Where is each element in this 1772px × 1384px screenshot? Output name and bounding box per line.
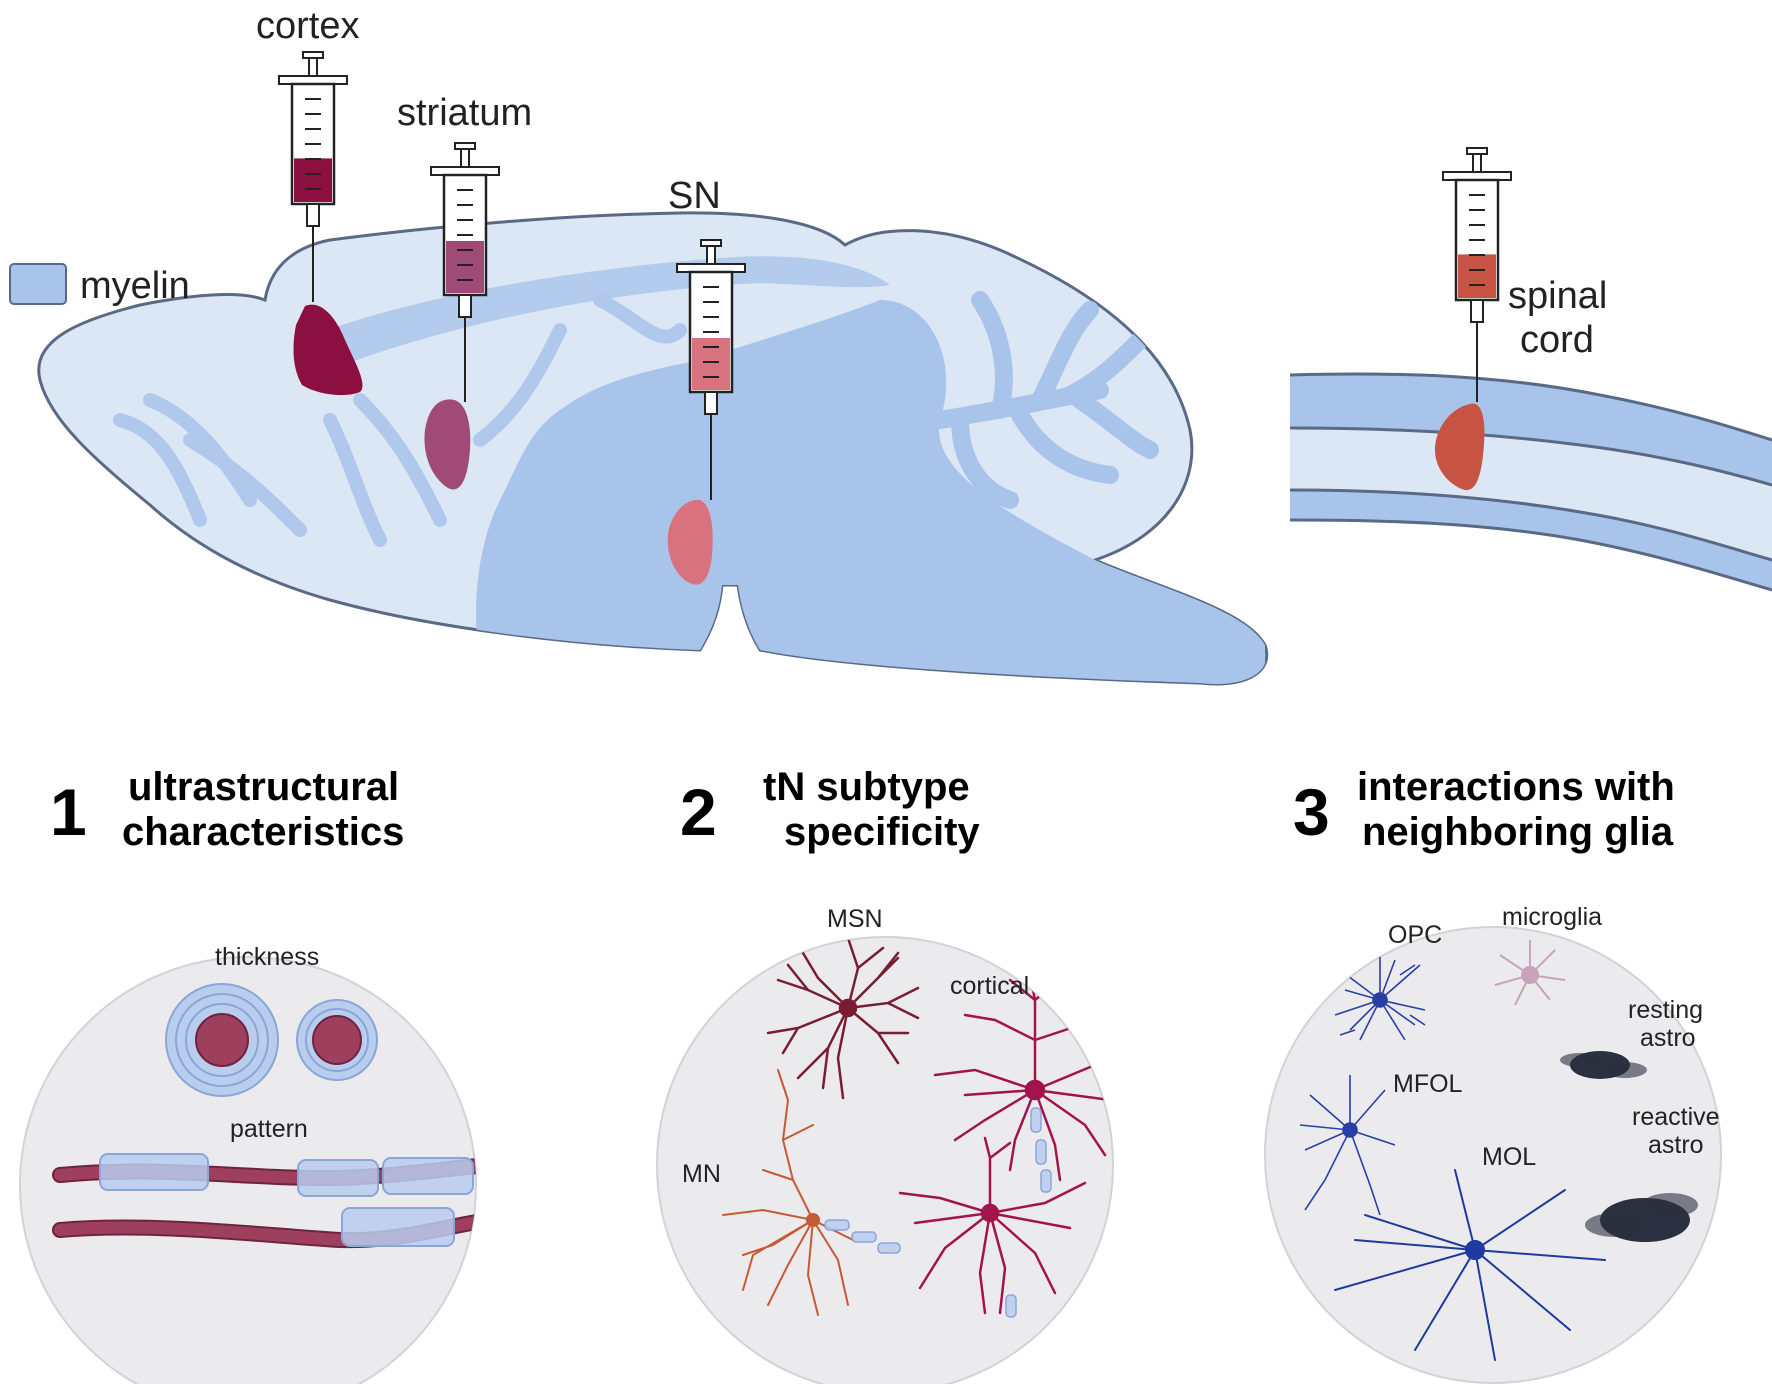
spinal-cord-line-top bbox=[1289, 372, 1772, 442]
panel-1-heading: 1 ultrastructural characteristics bbox=[50, 765, 404, 854]
brainstem-myelin bbox=[476, 300, 1265, 685]
legend-swatch bbox=[9, 263, 67, 305]
mol-label: MOL bbox=[1482, 1143, 1536, 1171]
mn-label: MN bbox=[682, 1160, 721, 1188]
panel-3-circle: OPC microglia resting astro MFOL reactiv… bbox=[1264, 903, 1722, 1384]
cortex-injection-site bbox=[293, 304, 363, 396]
thin-myelinated-axon bbox=[296, 999, 378, 1081]
spinal-myelin-upper bbox=[1290, 374, 1772, 485]
legend: myelin bbox=[9, 263, 190, 307]
axon-pattern bbox=[52, 1153, 476, 1249]
brain-sagittal bbox=[37, 211, 1269, 686]
legend-label: myelin bbox=[80, 265, 190, 307]
thickness-label: thickness bbox=[215, 943, 319, 971]
cortical-neuron-bottom bbox=[898, 1136, 1087, 1315]
reactive-astrocyte bbox=[1585, 1193, 1698, 1242]
panel-1-circle: thickness pattern bbox=[19, 943, 477, 1384]
msn-neuron bbox=[766, 937, 920, 1100]
panel-2-title-line2: specificity bbox=[784, 810, 980, 854]
panel-2-title-line1: tN subtype bbox=[763, 765, 970, 809]
spinal-myelin-lower bbox=[1290, 490, 1772, 590]
panel-1-number: 1 bbox=[50, 775, 87, 849]
corpus-callosum bbox=[300, 256, 890, 370]
striatum-syringe bbox=[430, 142, 500, 402]
mol-cell bbox=[1334, 1169, 1606, 1361]
sn-label: SN bbox=[668, 175, 721, 217]
neuron-myelin-segments bbox=[824, 1107, 1052, 1318]
resting-label-line1: resting bbox=[1628, 996, 1703, 1024]
cortex-syringe bbox=[278, 51, 348, 302]
striatum-label: striatum bbox=[397, 92, 532, 134]
msn-label: MSN bbox=[827, 905, 883, 933]
sn-syringe bbox=[676, 239, 746, 500]
resting-label-line2: astro bbox=[1640, 1024, 1696, 1052]
microglia-cell bbox=[1494, 940, 1566, 1006]
panel-3-number: 3 bbox=[1293, 775, 1330, 849]
panel-1-title-line1: ultrastructural bbox=[128, 765, 399, 809]
spinal-label-line1: spinal bbox=[1508, 275, 1607, 317]
panel-3-heading: 3 interactions with neighboring glia bbox=[1293, 765, 1675, 854]
spinal-cord-line-bottom bbox=[1289, 518, 1772, 592]
reactive-label-line1: reactive bbox=[1632, 1103, 1720, 1131]
resting-astrocyte bbox=[1560, 1051, 1647, 1079]
spinal-label-line2: cord bbox=[1520, 319, 1594, 361]
spinal-cord-line-low bbox=[1289, 488, 1772, 562]
mfol-label: MFOL bbox=[1393, 1070, 1463, 1098]
white-matter-tracts bbox=[113, 293, 687, 547]
cortical-label: cortical bbox=[950, 972, 1029, 1000]
cerebellum-arbor bbox=[931, 291, 1159, 509]
sn-injection-site bbox=[667, 499, 713, 585]
spinal-injection-site bbox=[1434, 403, 1485, 491]
spinal-cord-line-mid bbox=[1289, 426, 1772, 487]
panel-3-title-line1: interactions with bbox=[1357, 765, 1675, 809]
mn-neuron bbox=[722, 1069, 854, 1316]
myelin-regions bbox=[113, 256, 1265, 685]
opc-label: OPC bbox=[1388, 921, 1442, 949]
panel-2-circle: MSN cortical MN bbox=[656, 905, 1114, 1384]
spinal-cord bbox=[1289, 372, 1772, 592]
panel-3-title-line2: neighboring glia bbox=[1362, 810, 1674, 854]
mfol-cell bbox=[1299, 1075, 1396, 1216]
microglia-label: microglia bbox=[1502, 903, 1602, 931]
panel-2-heading: 2 tN subtype specificity bbox=[680, 765, 980, 854]
panel-2-number: 2 bbox=[680, 775, 717, 849]
pattern-label: pattern bbox=[230, 1115, 308, 1143]
spinal-syringe bbox=[1442, 147, 1512, 402]
thick-myelinated-axon bbox=[165, 983, 279, 1097]
cortex-label: cortex bbox=[256, 5, 359, 47]
reactive-label-line2: astro bbox=[1648, 1131, 1704, 1159]
striatum-injection-site bbox=[424, 399, 471, 490]
panel-1-title-line2: characteristics bbox=[122, 810, 404, 854]
